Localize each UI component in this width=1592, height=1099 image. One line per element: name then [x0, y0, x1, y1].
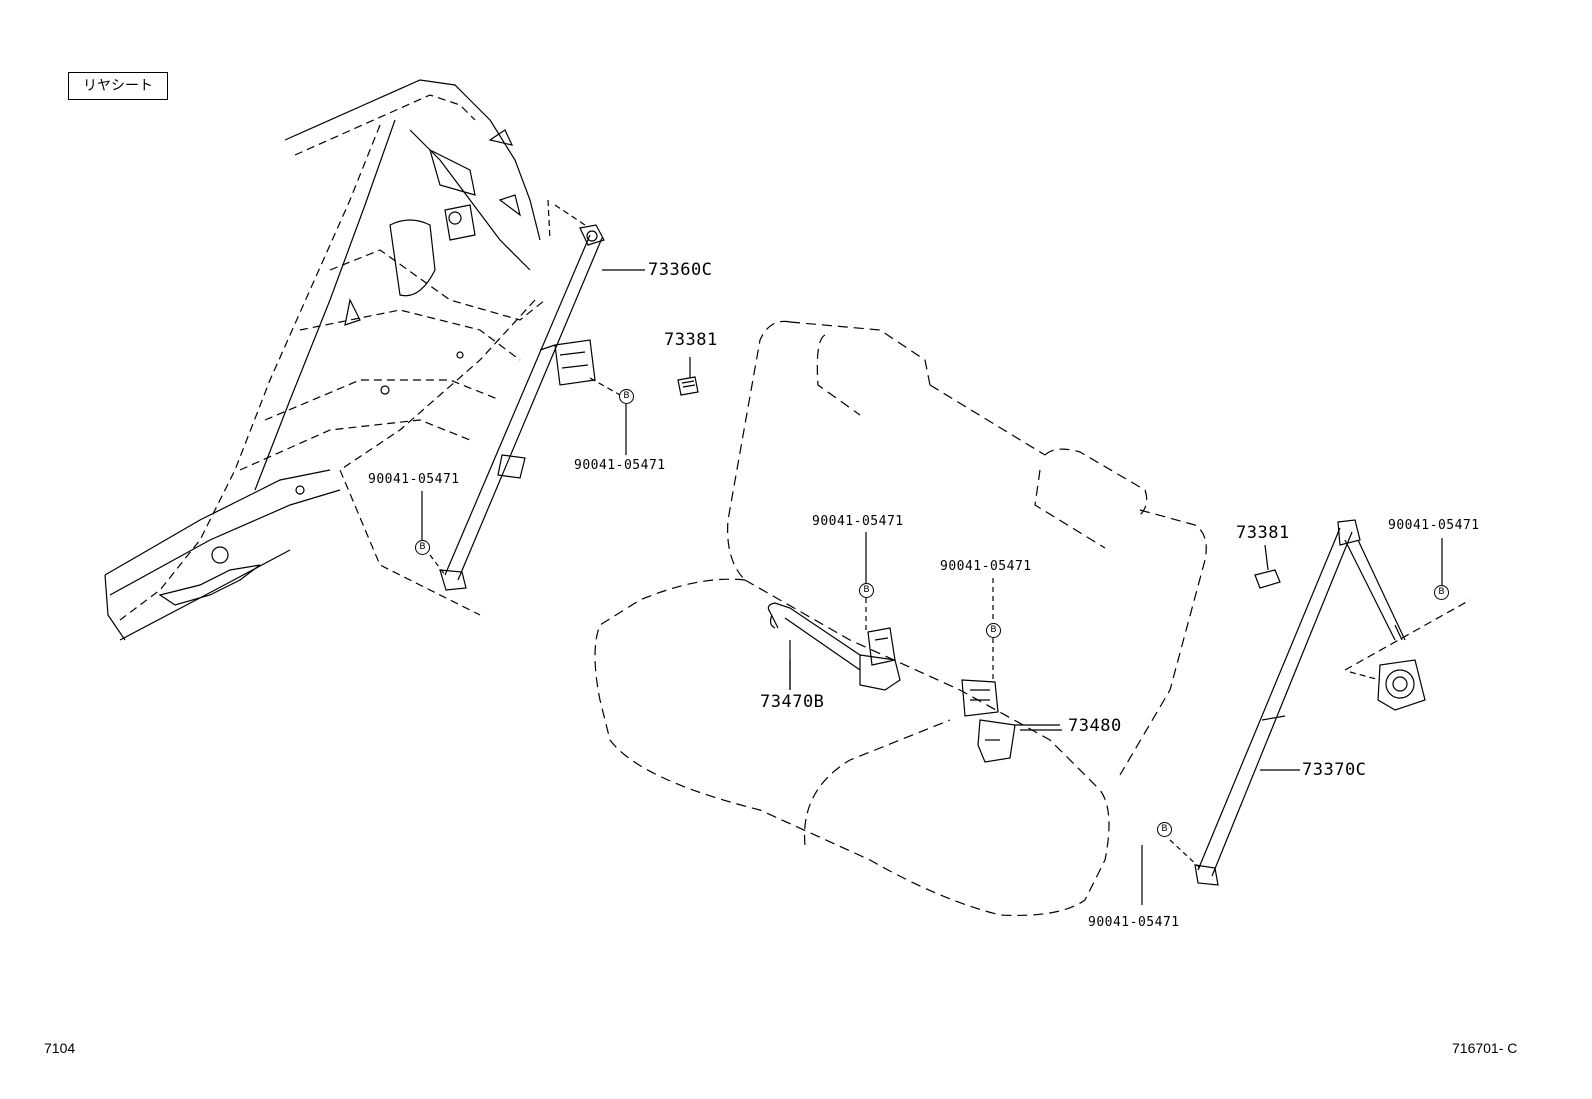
fastener-b-marker: B — [1434, 585, 1449, 600]
ref-label-90041-05471[interactable]: 90041-05471 — [812, 514, 904, 529]
buckle-73470B-drawing — [767, 602, 901, 691]
part-label-73370C[interactable]: 73370C — [1302, 760, 1367, 780]
part-label-73480[interactable]: 73480 — [1068, 716, 1122, 736]
rear-seat-drawing — [594, 320, 1207, 916]
ref-label-90041-05471[interactable]: 90041-05471 — [574, 458, 666, 473]
ref-label-90041-05471[interactable]: 90041-05471 — [1088, 915, 1180, 930]
fastener-b-marker: B — [415, 540, 430, 555]
fastener-b-marker: B — [1157, 822, 1172, 837]
section-title-tag: リヤシート — [68, 72, 168, 100]
seat-belt-73360C-drawing — [439, 224, 621, 591]
leader-ref-2b — [429, 554, 446, 576]
ref-label-90041-05471[interactable]: 90041-05471 — [1388, 518, 1480, 533]
part-label-73470B[interactable]: 73470B — [760, 692, 825, 712]
fastener-b-marker: B — [619, 389, 634, 404]
part-label-73381-left[interactable]: 73381 — [664, 330, 718, 350]
part-label-73381-right[interactable]: 73381 — [1236, 523, 1290, 543]
footer-left-code: 7104 — [44, 1040, 76, 1056]
ref-label-90041-05471[interactable]: 90041-05471 — [940, 559, 1032, 574]
leader-ref-6b — [1169, 839, 1201, 869]
buckle-73480-drawing — [961, 679, 1060, 763]
quarter-panel-drawing — [104, 79, 586, 641]
clip-73381-right-drawing — [1254, 544, 1281, 589]
ref-label-90041-05471[interactable]: 90041-05471 — [368, 472, 460, 487]
seat-belt-73370C-drawing — [1194, 519, 1471, 886]
clip-73381-left-drawing — [677, 357, 699, 396]
part-label-73360C[interactable]: 73360C — [648, 260, 713, 280]
fastener-b-marker: B — [859, 583, 874, 598]
footer-right-code: 716701- C — [1452, 1040, 1518, 1056]
fastener-b-marker: B — [986, 623, 1001, 638]
